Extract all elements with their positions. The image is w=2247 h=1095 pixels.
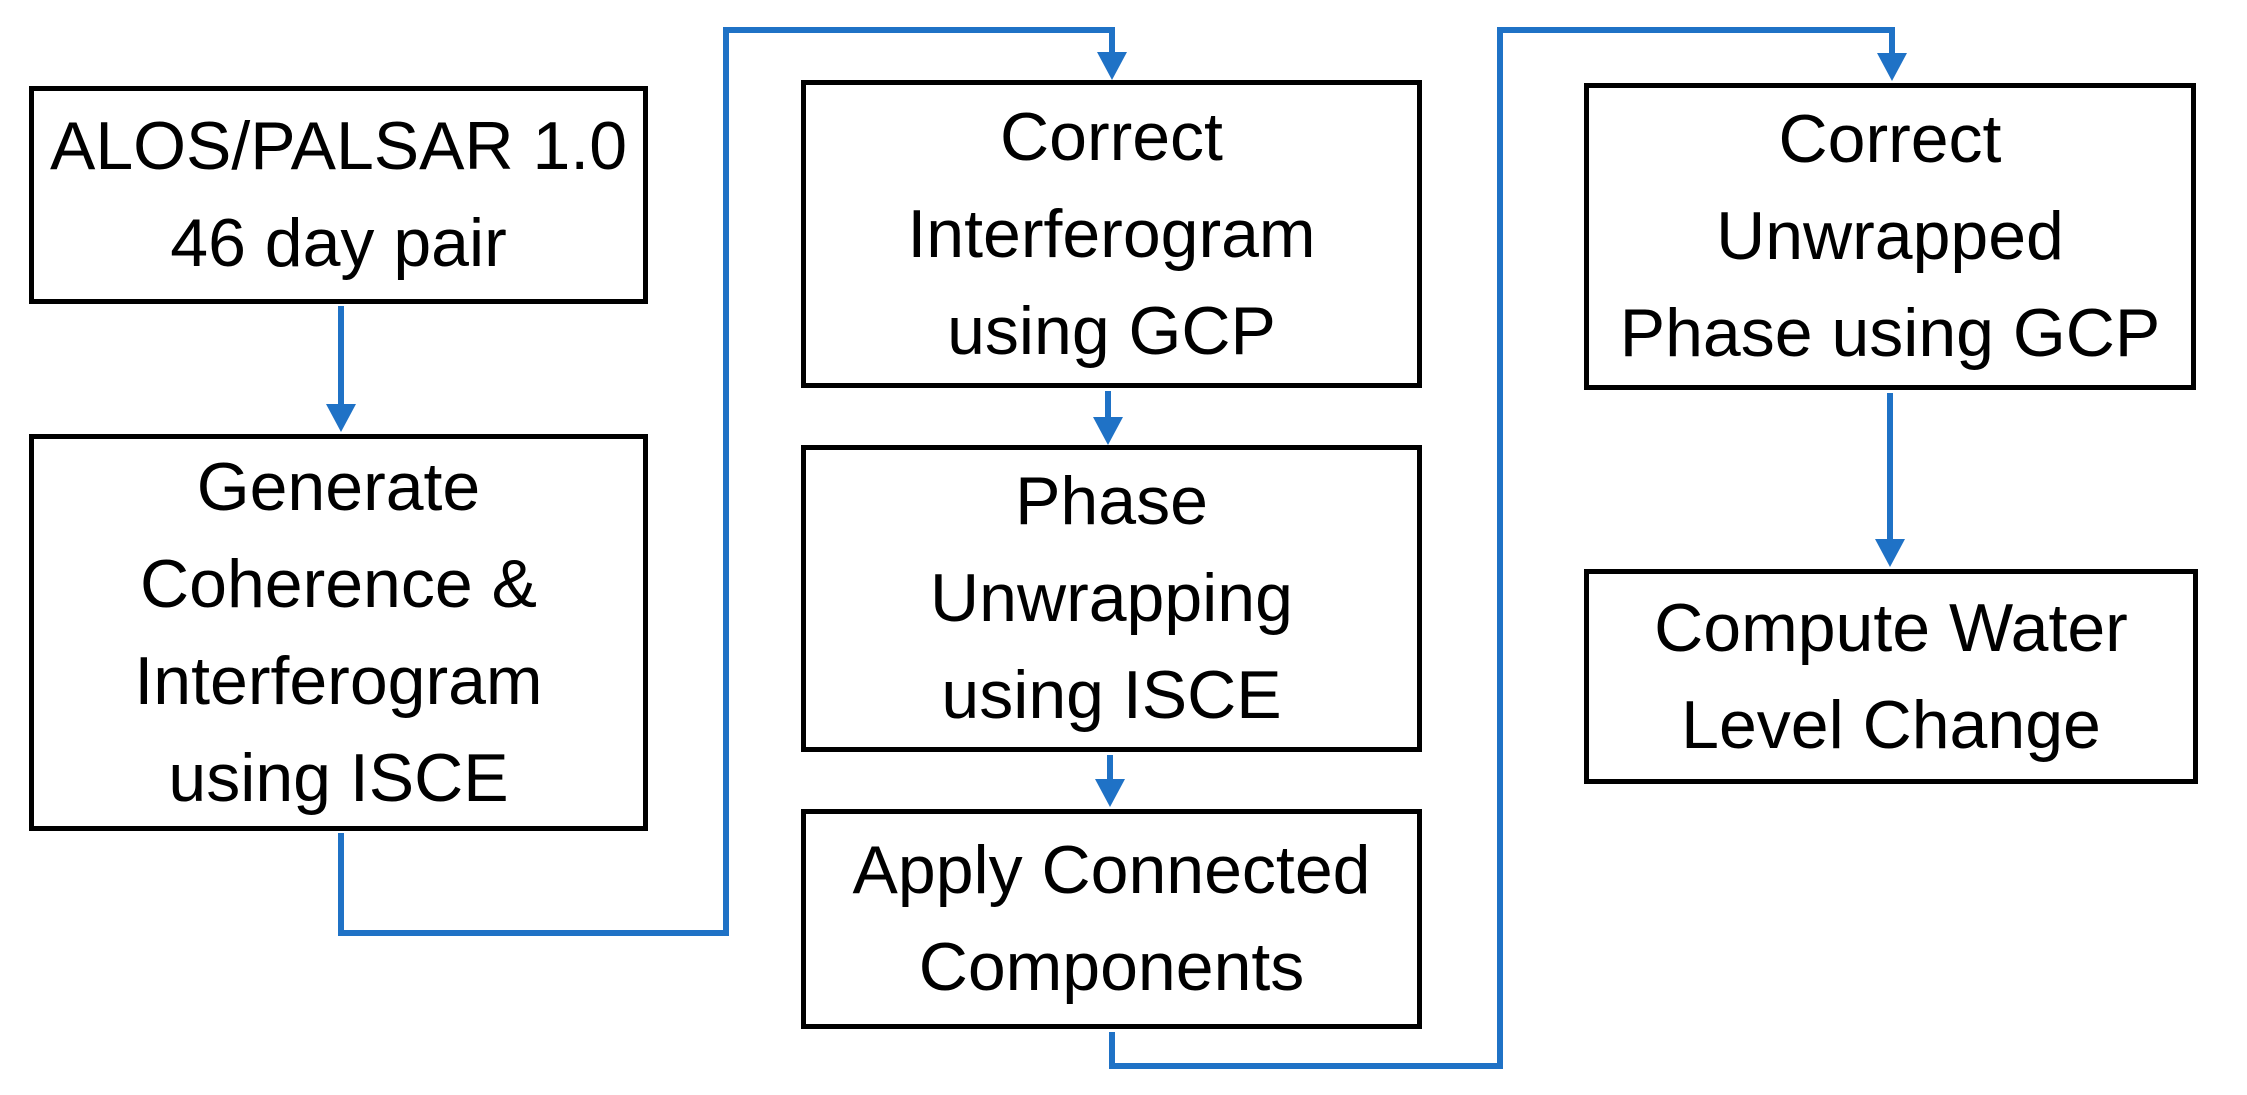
- edge-correct-unwrapped-to-compute-water: [1875, 393, 1905, 567]
- edge-alos-to-generate: [326, 306, 356, 432]
- connector-arrowhead: [1097, 52, 1127, 80]
- flow-node-phase-unwrapping: Phase Unwrapping using ISCE: [801, 445, 1422, 752]
- flow-node-compute-water-level: Compute Water Level Change: [1584, 569, 2198, 784]
- edge-correct-interferogram-to-phase-unwrapping: [1093, 391, 1123, 445]
- connector-arrowhead: [1093, 417, 1123, 445]
- connector-arrowhead: [1875, 539, 1905, 567]
- connector-arrowhead: [1877, 53, 1907, 81]
- flow-node-correct-unwrapped-phase: Correct Unwrapped Phase using GCP: [1584, 83, 2196, 390]
- flow-node-correct-interferogram: Correct Interferogram using GCP: [801, 80, 1422, 388]
- connector-arrowhead: [1095, 779, 1125, 807]
- flow-node-generate-coherence-interferogram: Generate Coherence & Interferogram using…: [29, 434, 648, 831]
- flow-node-alos-palsar-pair: ALOS/PALSAR 1.0 46 day pair: [29, 86, 648, 304]
- flow-node-apply-connected-components: Apply Connected Components: [801, 809, 1422, 1029]
- connector-arrowhead: [326, 404, 356, 432]
- edge-phase-unwrapping-to-connected-components: [1095, 755, 1125, 807]
